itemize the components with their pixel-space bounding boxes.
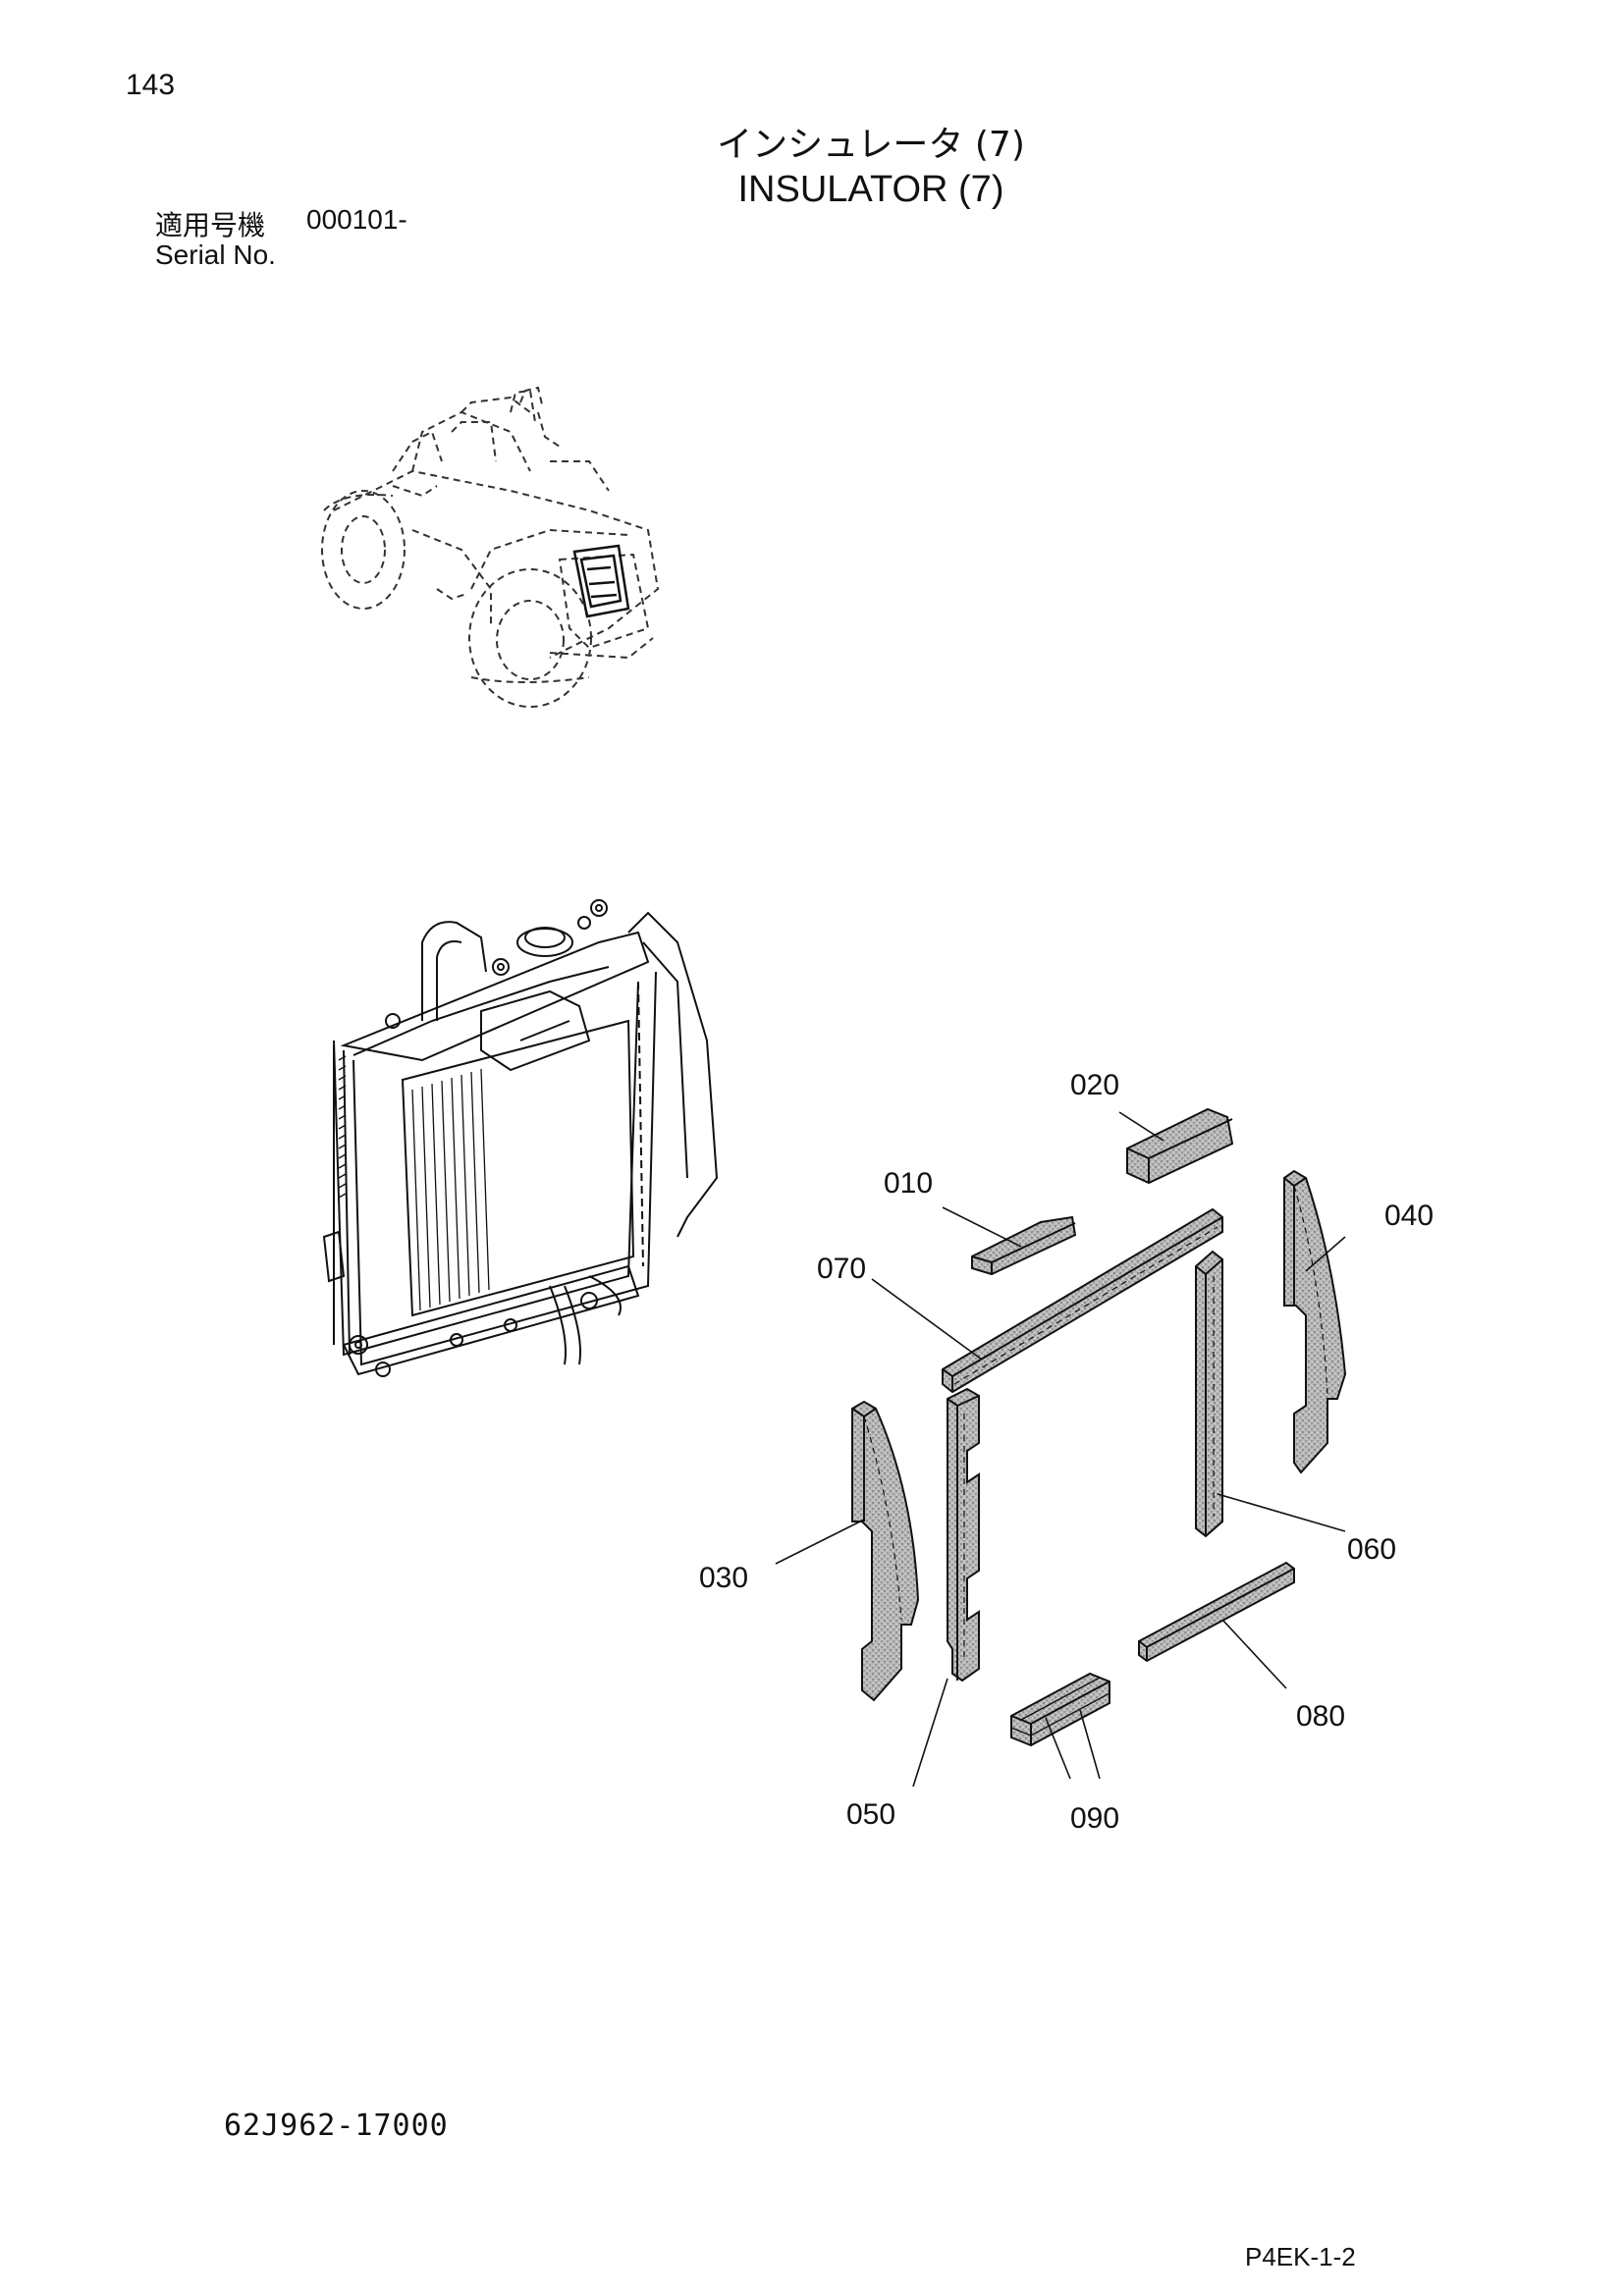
callout-030: 030 (699, 1562, 748, 1594)
page-number: 143 (126, 69, 176, 101)
callout-010: 010 (884, 1167, 933, 1200)
part-callout-labels: 020 010 040 070 060 030 080 050 090 (699, 1069, 1434, 1835)
page-title-english: INSULATOR (7) (737, 169, 1004, 210)
part-040-insulator (1283, 1169, 1347, 1474)
page-title-japanese: インシュレータ (7) (717, 125, 1025, 165)
insulator-parts (851, 1107, 1347, 1747)
part-030-insulator (851, 1400, 920, 1702)
callout-060: 060 (1347, 1533, 1396, 1566)
part-060-insulator (1195, 1250, 1223, 1538)
part-010-insulator (971, 1215, 1077, 1276)
overview-radiator-highlight-icon (572, 544, 630, 618)
callout-070: 070 (817, 1253, 866, 1285)
serial-label-english: Serial No. (155, 240, 276, 270)
callout-090: 090 (1070, 1802, 1119, 1835)
part-080-insulator (1138, 1561, 1295, 1663)
radiator-assembly-illustration (322, 899, 719, 1377)
part-020-insulator (1126, 1107, 1234, 1185)
serial-range: 000101- (306, 204, 407, 235)
callout-050: 050 (846, 1798, 895, 1831)
page-code: P4EK-1-2 (1245, 2242, 1356, 2271)
callout-040: 040 (1384, 1200, 1434, 1232)
drawing-code: 62J962-17000 (224, 2109, 449, 2143)
callout-080: 080 (1296, 1700, 1345, 1733)
part-070-insulator (942, 1207, 1223, 1394)
serial-label-japanese: 適用号機 (155, 209, 266, 241)
part-050-insulator (947, 1387, 980, 1682)
callout-020: 020 (1070, 1069, 1119, 1101)
callout-leader-lines (775, 1111, 1346, 1788)
part-090-insulator (1010, 1672, 1110, 1747)
